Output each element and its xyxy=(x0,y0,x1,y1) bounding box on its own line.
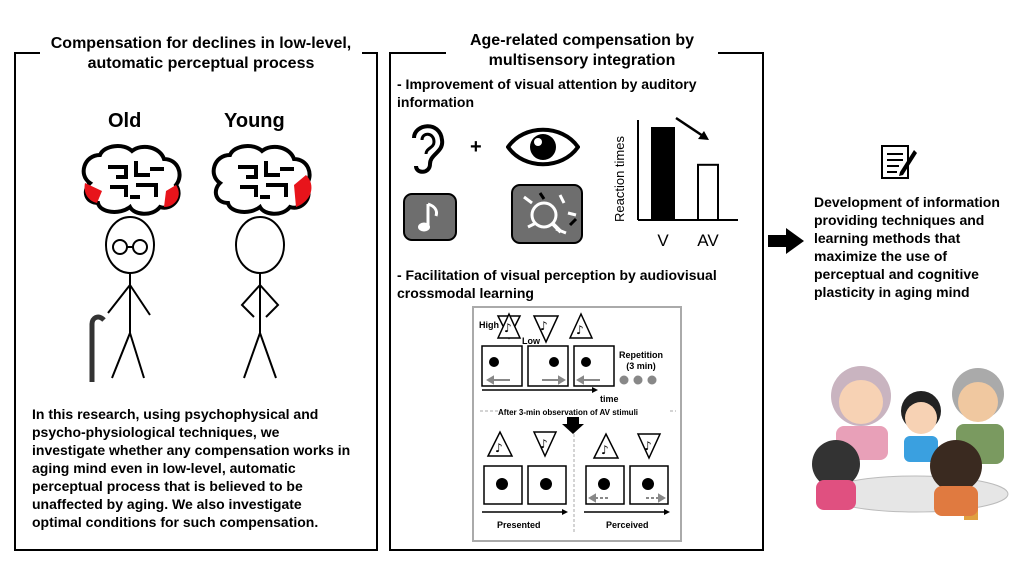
svg-text:♪: ♪ xyxy=(576,323,584,337)
svg-text:♪: ♪ xyxy=(495,441,503,455)
old-young-illustration xyxy=(81,144,312,382)
tick-label-v: V xyxy=(657,231,669,250)
decrease-arrowhead xyxy=(698,131,709,140)
old-brain-icon xyxy=(81,144,182,216)
label-old: Old xyxy=(108,110,142,132)
tick-label-av: AV xyxy=(697,231,719,250)
right-arrow-icon xyxy=(768,228,804,254)
chart-y-axis-label: Reaction times xyxy=(612,136,627,222)
svg-text:♪: ♪ xyxy=(504,321,512,335)
bar-v xyxy=(651,127,675,221)
svg-text:♪: ♪ xyxy=(601,443,609,457)
decrease-arrow xyxy=(675,116,707,140)
inset-label-after: After 3-min observation of AV stimuli xyxy=(498,408,668,417)
inset-label-presented: Presented xyxy=(497,520,541,530)
young-brain-icon xyxy=(211,144,312,216)
inset-label-high: High xyxy=(479,320,499,330)
document-edit-icon xyxy=(881,145,917,179)
inset-label-low: Low xyxy=(522,336,540,346)
right-panel-text: Development of information providing tec… xyxy=(814,194,1000,300)
old-person-figure xyxy=(89,216,155,382)
middle-panel-title: Age-related compensation by multisensory… xyxy=(446,31,718,71)
experiment-diagram: ♪ ♪ ♪ ♪ ♪ ♪ ♪ xyxy=(480,312,676,534)
left-panel-description: In this research, using psychophysical a… xyxy=(32,406,351,530)
inset-label-repetition: Repetition (3 min) xyxy=(619,350,663,371)
svg-text:♪: ♪ xyxy=(540,437,548,451)
young-person-figure xyxy=(235,216,285,379)
family-illustration xyxy=(812,366,1009,520)
eye-icon xyxy=(506,127,580,167)
plus-sign: + xyxy=(470,136,482,158)
inset-label-time: time xyxy=(600,394,619,404)
left-panel-title: Compensation for declines in low-level, … xyxy=(40,34,362,74)
visual-search-icon xyxy=(511,184,583,244)
section2-heading: - Facilitation of visual perception by a… xyxy=(397,267,717,301)
music-note-icon xyxy=(403,193,457,241)
svg-text:♪: ♪ xyxy=(540,319,548,333)
section1-heading: - Improvement of visual attention by aud… xyxy=(397,76,697,110)
reaction-time-chart: Reaction times V AV xyxy=(612,116,738,250)
inset-label-perceived: Perceived xyxy=(606,520,649,530)
bar-av xyxy=(697,163,719,221)
svg-text:♪: ♪ xyxy=(644,439,652,453)
ear-icon xyxy=(412,124,445,174)
label-young: Young xyxy=(224,110,285,132)
